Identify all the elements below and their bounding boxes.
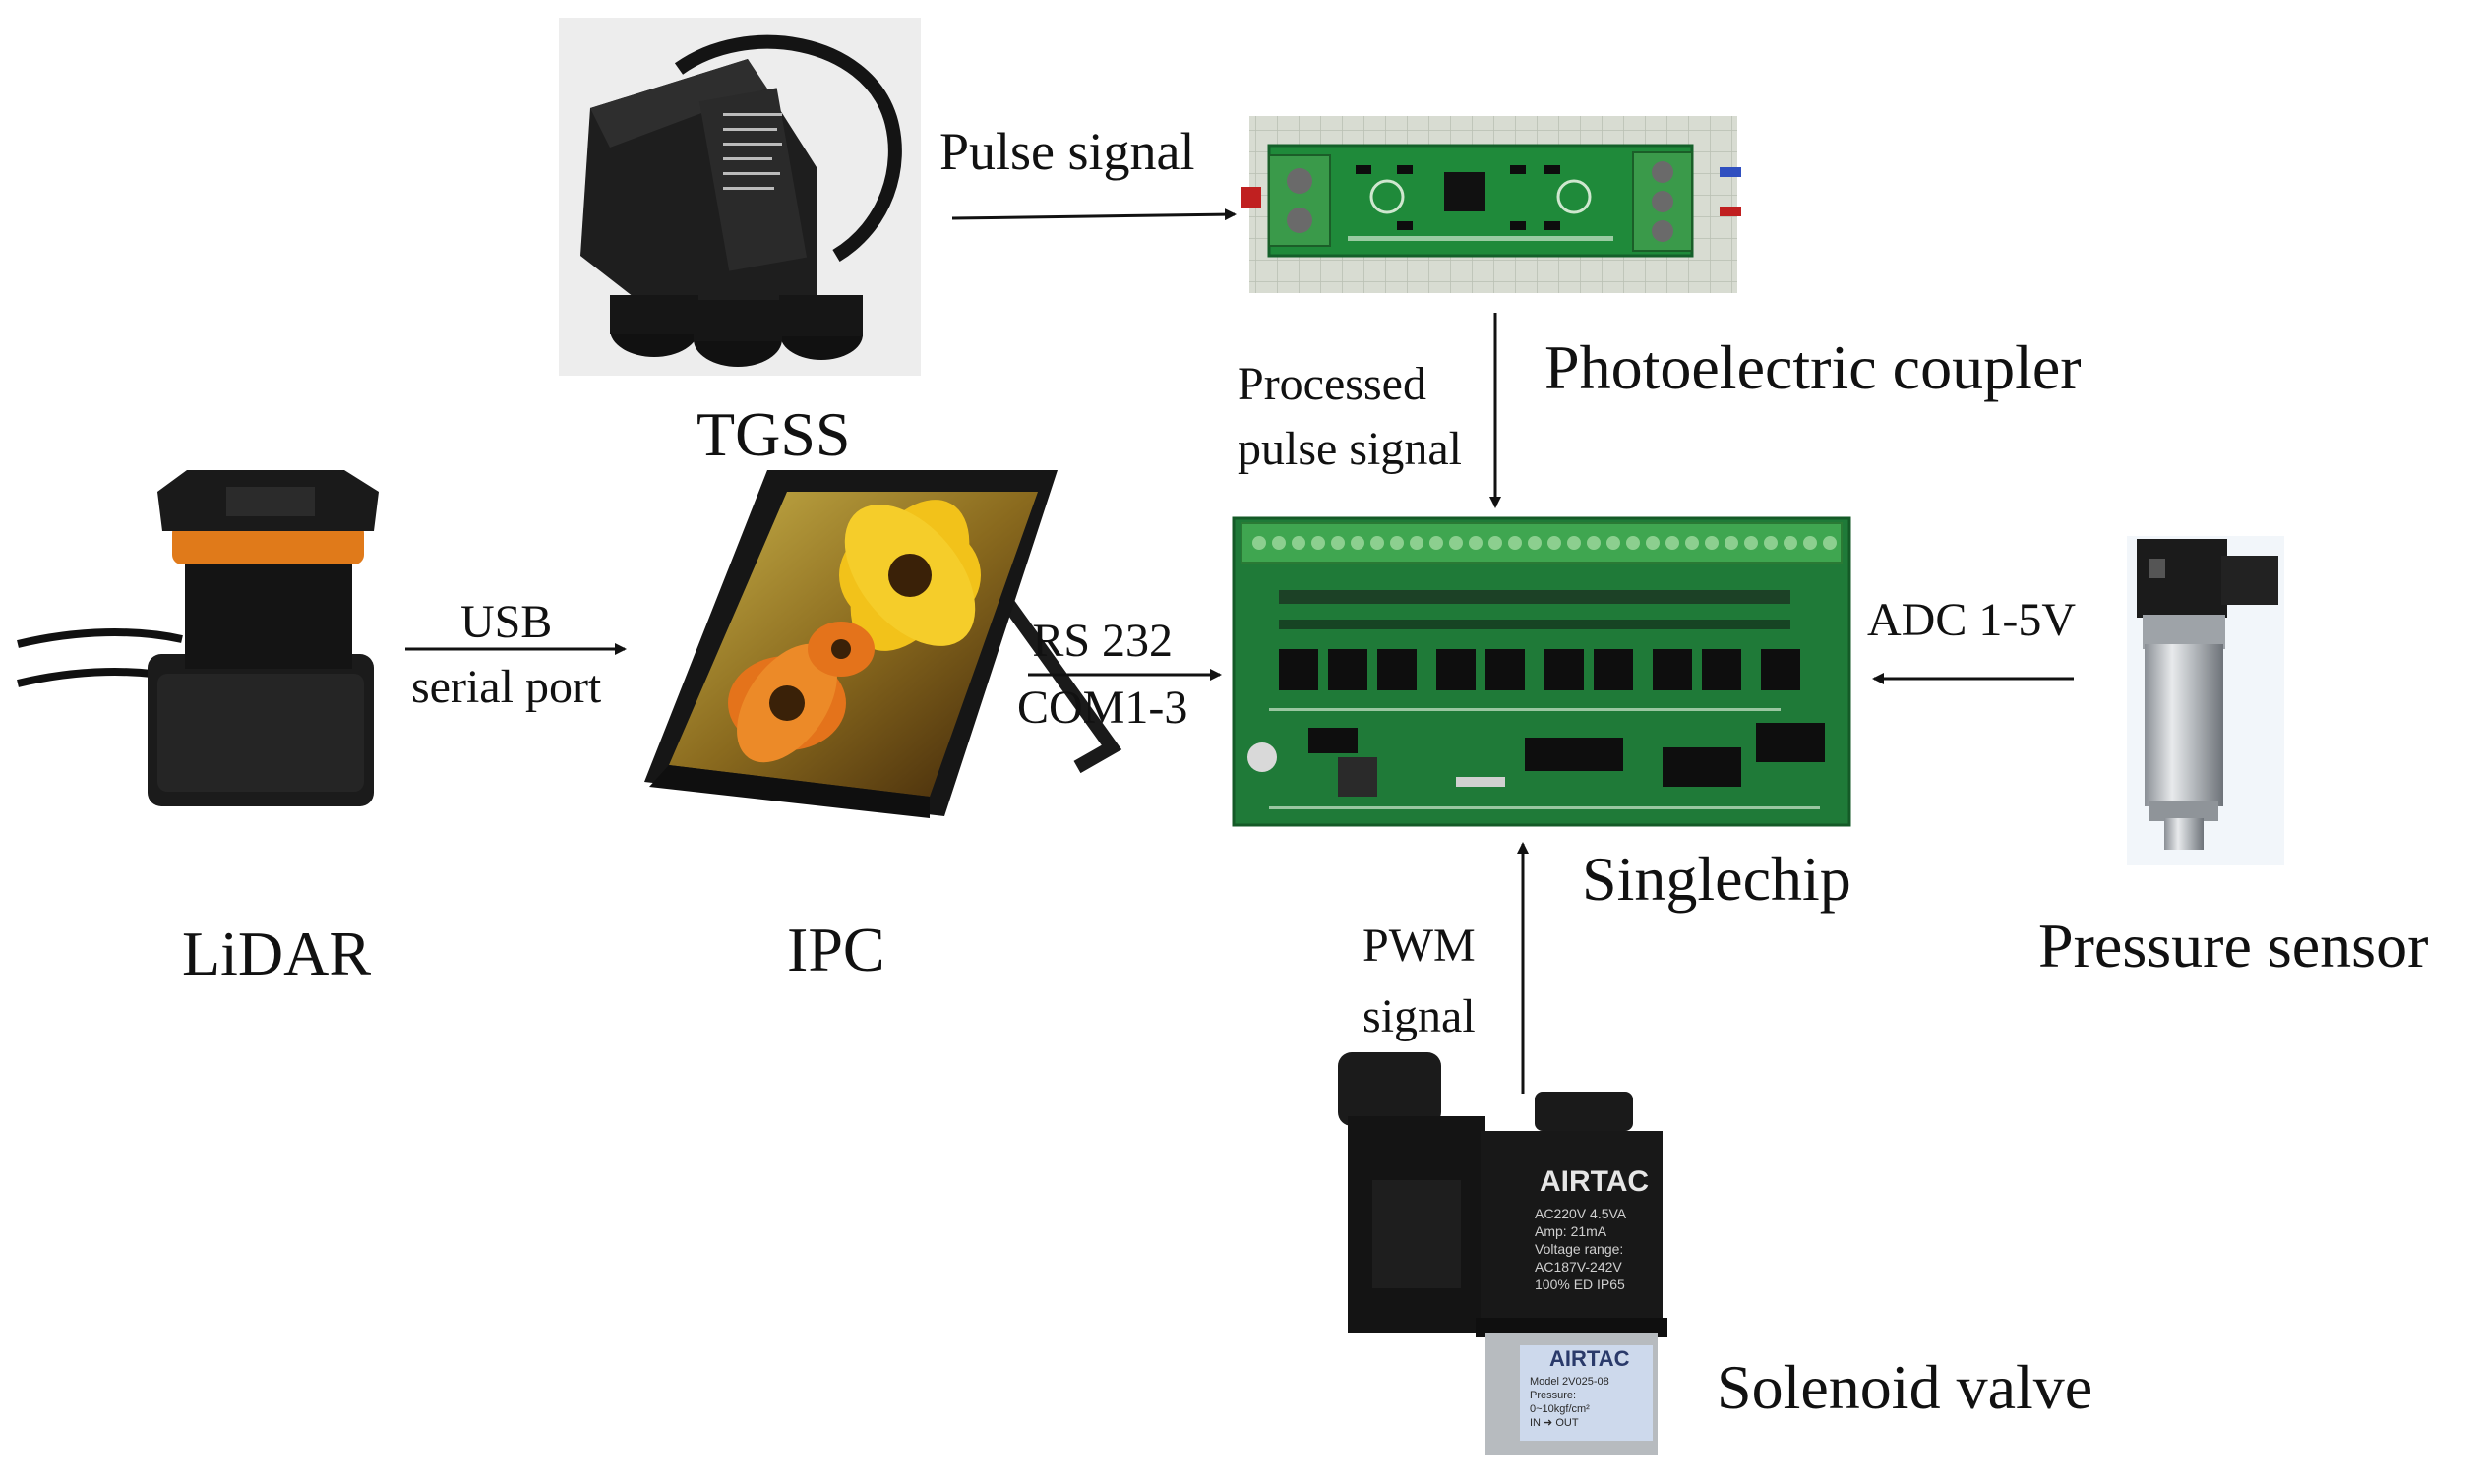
pwm-line-2: signal bbox=[1362, 990, 1476, 1042]
valve-body-brand-label: AIRTAC bbox=[1549, 1346, 1630, 1371]
industrial-pc-photo bbox=[644, 470, 1122, 818]
terminal-block-row bbox=[1241, 522, 1843, 564]
lidar-photo bbox=[17, 470, 379, 806]
valve-body-text: Model 2V025-08 Pressure: 0~10kgf/cm² IN … bbox=[1530, 1375, 1609, 1430]
arrow-tgss-to-coupler bbox=[951, 208, 1237, 221]
valve-body-line: Model 2V025-08 bbox=[1530, 1376, 1609, 1388]
rs232-line-1: RS 232 bbox=[1032, 615, 1174, 667]
valve-body-line: 0~10kgf/cm² bbox=[1530, 1403, 1590, 1415]
arrows bbox=[405, 208, 2074, 1094]
pwm-signal-label: PWM signal bbox=[1362, 911, 1476, 1052]
pwm-line-1: PWM bbox=[1362, 920, 1476, 972]
valve-coil-line: Amp: 21mA bbox=[1535, 1223, 1607, 1239]
valve-body-line: IN ➜ OUT bbox=[1530, 1417, 1579, 1429]
rs232-label: RS 232 COM1-3 bbox=[1017, 608, 1187, 742]
singlechip-board-photo bbox=[1232, 516, 1851, 827]
valve-body-line: Pressure: bbox=[1530, 1390, 1577, 1401]
valve-coil-line: 100% ED IP65 bbox=[1535, 1276, 1625, 1292]
valve-coil-line: Voltage range: bbox=[1535, 1241, 1624, 1257]
ipc-label: IPC bbox=[787, 915, 885, 984]
processed-line-2: pulse signal bbox=[1238, 423, 1462, 475]
usb-line-2: serial port bbox=[411, 661, 602, 713]
pressure-sensor-photo bbox=[2127, 536, 2284, 865]
tgss-label: TGSS bbox=[696, 399, 851, 469]
tgss-sensor-photo bbox=[559, 18, 921, 376]
valve-coil-line: AC187V-242V bbox=[1535, 1259, 1622, 1275]
solenoid-valve-label: Solenoid valve bbox=[1717, 1352, 2093, 1422]
photoelectric-coupler-board-photo bbox=[1241, 116, 1741, 293]
lidar-label: LiDAR bbox=[182, 919, 371, 988]
usb-line-1: USB bbox=[459, 596, 553, 648]
rs232-line-2: COM1-3 bbox=[1017, 682, 1188, 734]
valve-brand-label: AIRTAC bbox=[1540, 1165, 1650, 1198]
solenoid-valve-photo bbox=[1338, 1052, 1667, 1455]
flower-graphic bbox=[728, 500, 981, 763]
singlechip-label: Singlechip bbox=[1582, 844, 1851, 914]
photoelectric-coupler-label: Photoelectric coupler bbox=[1544, 332, 2082, 402]
pulse-signal-label: Pulse signal bbox=[939, 122, 1195, 181]
pressure-sensor-label: Pressure sensor bbox=[2038, 911, 2429, 980]
usb-serial-port-label: USB serial port bbox=[411, 590, 601, 720]
valve-coil-text: AC220V 4.5VA Amp: 21mA Voltage range: AC… bbox=[1535, 1205, 1626, 1293]
adc-label: ADC 1-5V bbox=[1867, 594, 2076, 646]
processed-pulse-signal-label: Processed pulse signal bbox=[1238, 352, 1462, 482]
valve-coil-line: AC220V 4.5VA bbox=[1535, 1206, 1627, 1221]
processed-line-1: Processed bbox=[1238, 358, 1426, 410]
